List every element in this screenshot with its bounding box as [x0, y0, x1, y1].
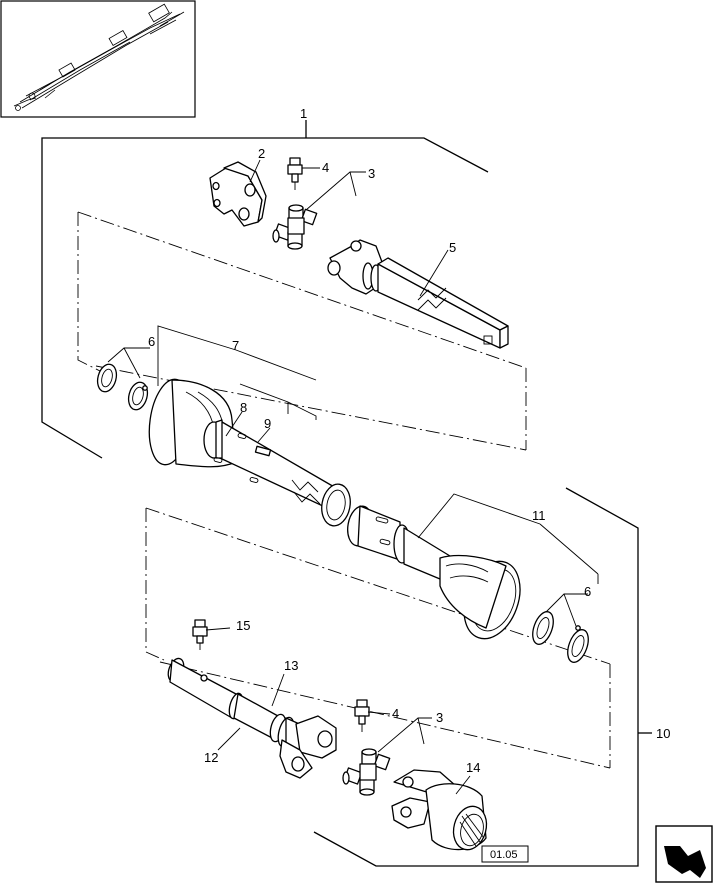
callout-8: 8 — [240, 400, 247, 415]
snap-rings-part-6-upper — [96, 363, 149, 411]
grease-fitting-part-15 — [192, 619, 208, 650]
outer-tube-part-7 — [148, 378, 351, 527]
callout-2: 2 — [258, 146, 265, 161]
assembly-guide-lines — [77, 211, 611, 769]
callout-3-lower: 3 — [436, 710, 443, 725]
cross-journal-part-3-upper — [272, 204, 318, 250]
inner-shaft-part-5 — [327, 239, 509, 349]
callout-14: 14 — [466, 760, 480, 775]
leader-lines — [107, 159, 599, 795]
callout-9: 9 — [264, 416, 271, 431]
callout-3-upper: 3 — [368, 166, 375, 181]
callout-labels: 1 2 4 3 5 6 7 8 9 11 6 15 13 4 3 10 12 1… — [148, 106, 670, 775]
splined-yoke-part-14 — [391, 769, 488, 851]
arrow-icon — [664, 846, 706, 878]
callout-13: 13 — [284, 658, 298, 673]
callout-4-upper: 4 — [322, 160, 329, 175]
shaft-part-12 — [167, 657, 337, 779]
callout-10: 10 — [656, 726, 670, 741]
grease-fitting-part-4-lower — [354, 699, 370, 732]
callout-1: 1 — [300, 106, 307, 121]
callout-4-lower: 4 — [392, 706, 399, 721]
thumbnail-inset — [0, 0, 196, 118]
assembly-bracket-10 — [313, 487, 652, 867]
yoke-part-2 — [209, 161, 267, 227]
page-reference-label: 01.05 — [490, 849, 518, 861]
callout-6-upper: 6 — [148, 334, 155, 349]
callout-12: 12 — [204, 750, 218, 765]
callout-5: 5 — [449, 240, 456, 255]
callout-7: 7 — [232, 338, 239, 353]
grease-fitting-part-4-upper — [287, 157, 303, 190]
cross-journal-part-3-lower — [342, 748, 391, 796]
tube-guard-part-11 — [347, 505, 521, 640]
page-reference-box: 01.05 — [481, 845, 529, 863]
callout-15: 15 — [236, 618, 250, 633]
callout-6-lower: 6 — [584, 584, 591, 599]
assembly-bracket-1 — [41, 120, 489, 459]
snap-rings-part-6-lower — [532, 611, 589, 663]
next-page-arrow-button[interactable] — [655, 825, 713, 883]
callout-11: 11 — [532, 508, 546, 523]
